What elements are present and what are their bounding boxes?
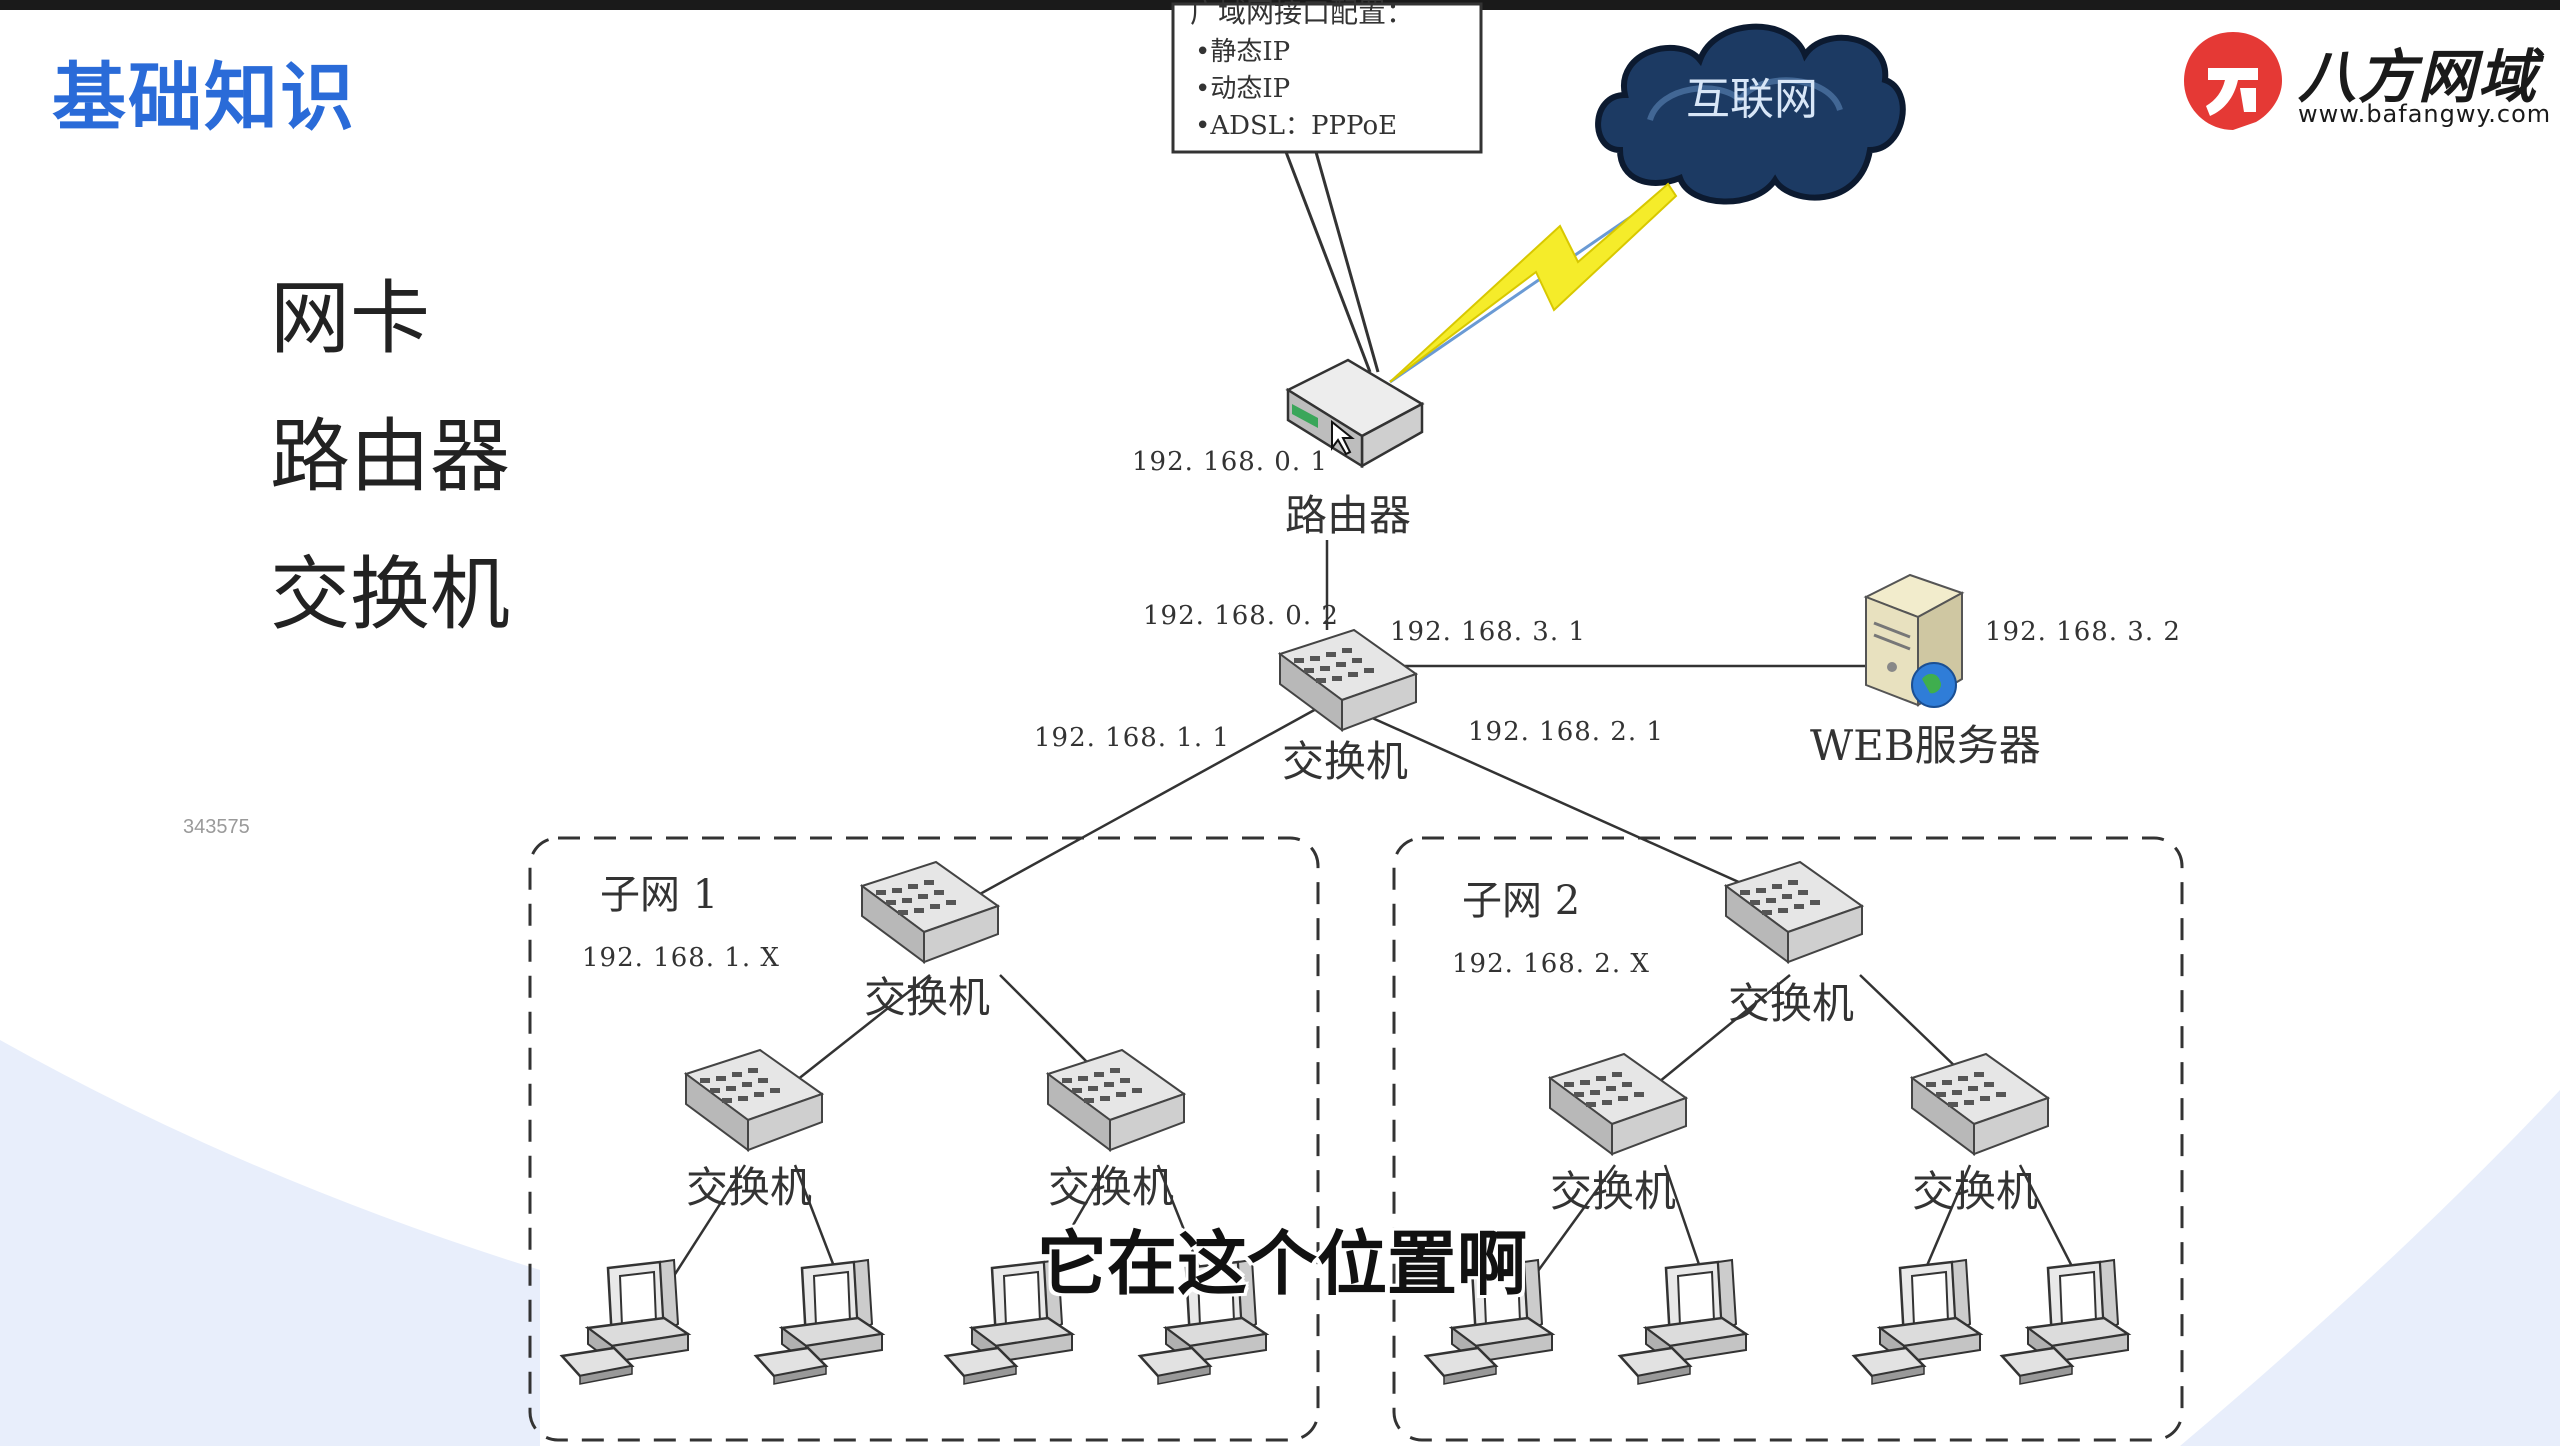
core-switch-ip-server-port: 192. 168. 3. 1 — [1390, 617, 1586, 647]
subnet-2-left-switch-label: 交换机 — [1550, 1167, 1676, 1216]
wan-config-item-adsl: •ADSL：PPPoE — [1195, 111, 1397, 141]
subnet-2-right-switch-icon — [1911, 1053, 2049, 1155]
subnet-2-label: 子网 2 — [1462, 878, 1580, 924]
subnet-1-range: 192. 168. 1. X — [582, 943, 780, 973]
subnet-1-left-switch-icon — [685, 1049, 823, 1151]
router-label: 路由器 — [1285, 491, 1411, 540]
callout-pointer — [1284, 151, 1380, 373]
router-ip-label: 192. 168. 0. 1 — [1132, 447, 1328, 477]
server-ip-label: 192. 168. 3. 2 — [1985, 617, 2181, 647]
subnet-2-switch-label: 交换机 — [1728, 979, 1854, 1028]
core-switch-ip-left: 192. 168. 1. 1 — [1034, 723, 1230, 753]
topic-item-router: 路由器 — [270, 410, 510, 503]
network-links — [668, 540, 2082, 1283]
subnet-1-right-switch-icon — [1047, 1049, 1185, 1151]
core-switch-ip-up: 192. 168. 0. 2 — [1143, 601, 1339, 631]
subnet-1-left-switch-label: 交换机 — [686, 1163, 812, 1212]
subnet-2-left-switch-icon — [1549, 1053, 1687, 1155]
internet-link-lightning — [1389, 182, 1678, 384]
slide-title: 基础知识 — [52, 55, 356, 141]
subnet-1-switch-label: 交换机 — [864, 973, 990, 1022]
brand-logo: 八方网域 www.bafangwy.com — [2178, 26, 2550, 136]
brand-name: 八方网域 — [2298, 43, 2539, 111]
video-subtitle: 它在这个位置啊 — [1037, 1223, 1527, 1305]
web-server-icon — [1863, 573, 1965, 708]
subnet-1-label: 子网 1 — [600, 872, 718, 918]
topic-list: 网卡 路由器 交换机 — [270, 250, 510, 664]
subnet-1-box — [528, 836, 1320, 1442]
wan-config-box: 广域网接口配置： •静态IP •动态IP •ADSL：PPPoE — [1171, 0, 1483, 154]
router-icon — [1285, 358, 1425, 469]
core-switch-label: 交换机 — [1282, 737, 1408, 786]
subnet-2-right-switch-label: 交换机 — [1912, 1167, 2038, 1216]
subnet-1-switch-icon — [861, 861, 999, 963]
topic-item-switch: 交换机 — [270, 548, 510, 641]
brand-url: www.bafangwy.com — [2298, 100, 2552, 128]
subnet-2-range: 192. 168. 2. X — [1452, 949, 1650, 979]
internet-cloud-icon — [1595, 23, 1906, 205]
subnet-2-switch-icon — [1725, 861, 1863, 963]
server-label: WEB服务器 — [1810, 721, 2041, 770]
wan-config-title: 广域网接口配置： — [1190, 0, 1414, 29]
internet-label: 互联网 — [1686, 74, 1818, 125]
brand-mark-icon — [2184, 32, 2282, 130]
topic-item-nic: 网卡 — [270, 272, 430, 365]
core-switch-ip-right: 192. 168. 2. 1 — [1468, 717, 1664, 747]
wan-config-item-dynamic: •动态IP — [1195, 74, 1290, 104]
subnet-1-right-switch-label: 交换机 — [1048, 1163, 1174, 1212]
watermark-code: 343575 — [183, 816, 250, 838]
wan-config-item-static: •静态IP — [1195, 37, 1290, 67]
subnet-2-box — [1392, 836, 2184, 1442]
